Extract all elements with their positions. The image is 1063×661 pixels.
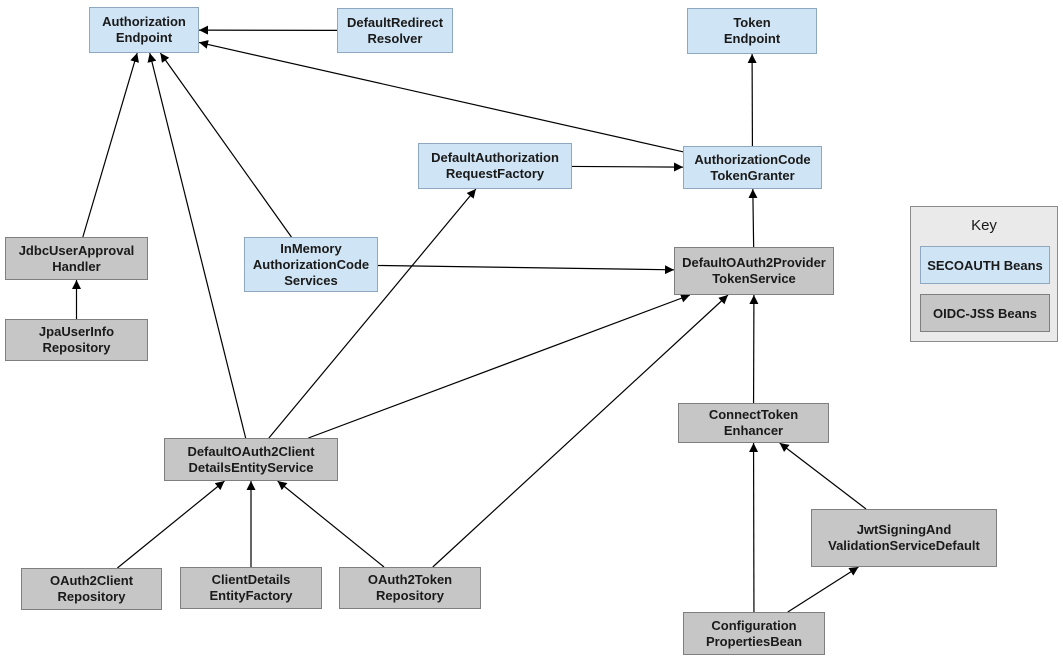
- key-legend: Key SECOAUTH Beans OIDC-JSS Beans: [910, 206, 1058, 342]
- node-label-line: DefaultRedirect: [346, 14, 444, 30]
- node-label-line: ClientDetails: [211, 572, 291, 587]
- node-label-line: EntityFactory: [209, 588, 293, 603]
- edge-authorization_code_token_granter-to-authorization_endpoint: [198, 40, 684, 153]
- node-label-line: AuthorizationCode: [252, 256, 370, 272]
- node-label-line: OAuth2Token: [367, 572, 453, 587]
- edge-jwt_signing_and_validation_service_default-to-connect_token_enhancer: [779, 442, 867, 510]
- node-label-line: Handler: [52, 258, 101, 274]
- edge-default_oauth2_client_details_entity_service-to-authorization_endpoint: [147, 52, 247, 439]
- node-label-line: PropertiesBean: [705, 633, 803, 649]
- node-label-line: Resolver: [367, 30, 423, 46]
- node-label-line: ConnectToken: [708, 407, 799, 422]
- key-title: Key: [971, 217, 997, 234]
- edge-default_oauth2_client_details_entity_service-to-default_authorization_request_factory: [268, 188, 477, 439]
- node-label-line: DetailsEntityService: [188, 459, 314, 475]
- node-label-line: DefaultOAuth2Client: [187, 443, 315, 459]
- node-label-line: Repository: [57, 589, 126, 604]
- node-label-line: TokenGranter: [710, 167, 795, 183]
- node-label-line: Repository: [42, 340, 111, 355]
- node-label-line: OAuth2Client: [49, 573, 134, 588]
- edge-configuration_properties_bean-to-jwt_signing_and_validation_service_default: [787, 566, 859, 613]
- node-label-line: JwtSigningAnd: [856, 522, 952, 537]
- edge-default_oauth2_client_details_entity_service-to-default_oauth2_provider_token_service: [308, 293, 691, 439]
- key-secoauth-beans: SECOAUTH Beans: [920, 246, 1050, 284]
- node-label-line: Configuration: [711, 617, 797, 633]
- edge-inmemory_authorization_code_services-to-authorization_endpoint: [159, 52, 292, 238]
- edge-oauth2_token_repository-to-default_oauth2_client_details_entity_service: [277, 480, 385, 568]
- node-label-line: Token: [733, 15, 771, 30]
- node-label-line: RequestFactory: [445, 166, 545, 181]
- node-label-line: Services: [284, 272, 338, 288]
- node-label-line: Authorization: [102, 14, 186, 29]
- edge-default_authorization_request_factory-to-authorization_code_token_granter: [571, 162, 684, 172]
- node-label-line: JpaUserInfo: [38, 324, 115, 339]
- node-label-line: ValidationServiceDefault: [828, 538, 980, 553]
- edge-oauth2_token_repository-to-default_oauth2_provider_token_service: [432, 294, 729, 568]
- edge-default_oauth2_provider_token_service-to-authorization_code_token_granter: [748, 188, 758, 248]
- edge-oauth2_client_repository-to-default_oauth2_client_details_entity_service: [116, 480, 225, 569]
- node-label-line: TokenService: [712, 271, 796, 286]
- node-label-line: InMemory: [280, 240, 342, 256]
- node-label-line: DefaultOAuth2Provider: [682, 255, 826, 270]
- key-oidc-jss-beans: OIDC-JSS Beans: [920, 294, 1050, 332]
- node-label-line: Enhancer: [723, 423, 784, 438]
- node-label-line: JdbcUserApproval: [18, 242, 135, 258]
- node-label-line: Repository: [376, 588, 444, 603]
- node-label-line: DefaultAuthorization: [431, 150, 559, 165]
- node-label-line: AuthorizationCode: [694, 151, 811, 167]
- node-label-line: Endpoint: [723, 31, 781, 46]
- node-label-line: Endpoint: [115, 30, 173, 45]
- edge-inmemory_authorization_code_services-to-default_oauth2_provider_token_service: [377, 264, 675, 275]
- edge-jdbc_user_approval_handler-to-authorization_endpoint: [82, 52, 139, 238]
